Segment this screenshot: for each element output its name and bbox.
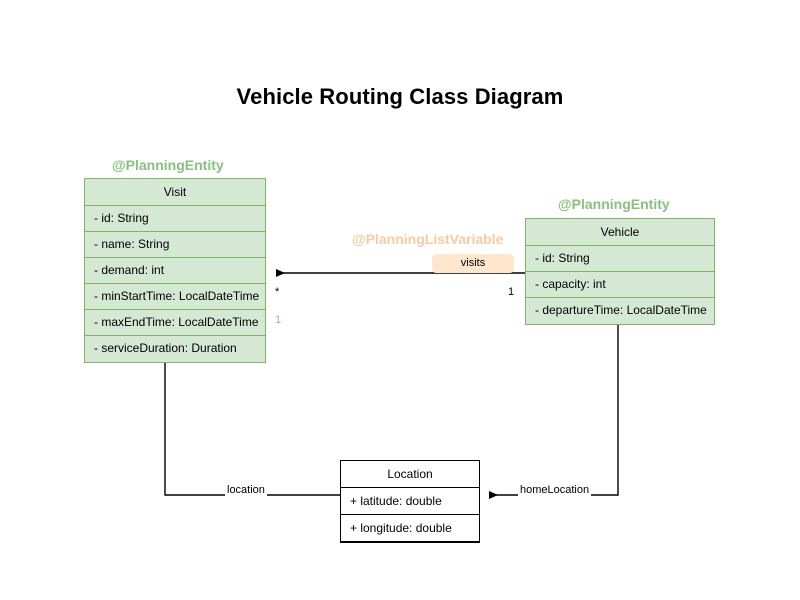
stereotype-vehicle: @PlanningEntity <box>558 196 670 212</box>
class-attribute: - minStartTime: LocalDateTime <box>85 284 265 310</box>
class-attribute: - capacity: int <box>526 272 714 298</box>
edge-vehicle-home-location <box>489 323 619 499</box>
class-name-vehicle: Vehicle <box>526 219 714 246</box>
class-attribute: - name: String <box>85 232 265 258</box>
association-label-visits: visits <box>432 254 514 273</box>
class-name-visit: Visit <box>85 179 265 206</box>
class-attribute: - id: String <box>85 206 265 232</box>
class-attribute: - demand: int <box>85 258 265 284</box>
multiplicity-visit-side: * <box>275 286 280 298</box>
multiplicity-vehicle-side: 1 <box>508 286 515 298</box>
class-attribute: - serviceDuration: Duration <box>94 341 237 355</box>
stereotype-planning-list-variable: @PlanningListVariable <box>352 231 504 247</box>
class-attribute: + longitude: double <box>341 515 479 542</box>
class-box-vehicle[interactable]: Vehicle - id: String - capacity: int - d… <box>525 218 715 325</box>
stereotype-visit: @PlanningEntity <box>112 157 224 173</box>
class-attribute: - maxEndTime: LocalDateTime <box>85 310 265 336</box>
class-attribute: - id: String <box>526 246 714 272</box>
association-label-location: location <box>225 484 267 496</box>
class-name-location: Location <box>341 461 479 488</box>
page-title: Vehicle Routing Class Diagram <box>236 84 564 109</box>
class-attribute: + latitude: double <box>341 488 479 515</box>
class-box-location[interactable]: Location + latitude: double + longitude:… <box>340 460 480 543</box>
multiplicity-visit-secondary: 1 <box>275 314 282 326</box>
association-label-home-location: homeLocation <box>518 484 592 496</box>
class-attribute: - departureTime: LocalDateTime <box>535 303 707 317</box>
class-box-visit[interactable]: Visit - id: String - name: String - dema… <box>84 178 266 363</box>
